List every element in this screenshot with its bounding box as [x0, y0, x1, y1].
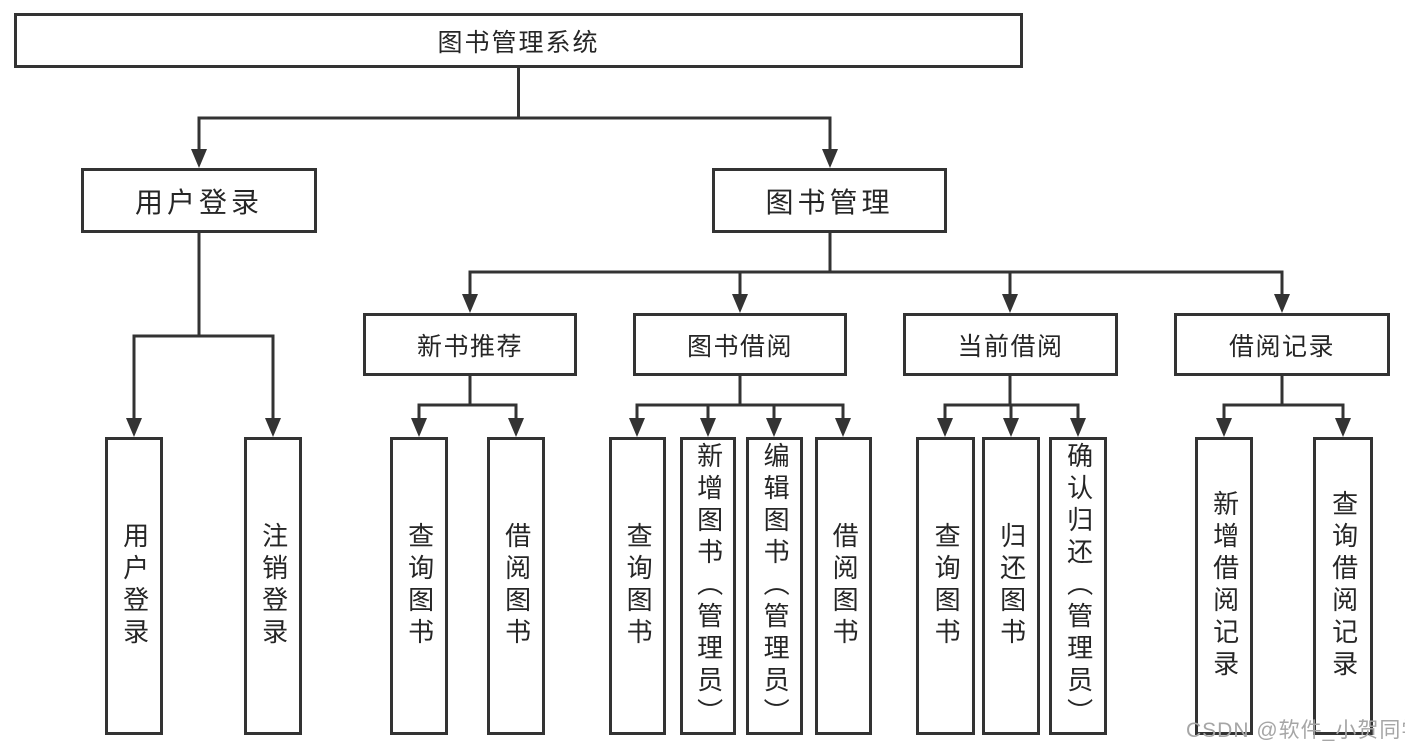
leaf-borrow-books-borrow: 借阅图书: [815, 437, 872, 735]
leaf-user-login: 用户登录: [105, 437, 163, 735]
node-book-borrow: 图书借阅: [633, 313, 847, 376]
leaf-query-books-current: 查询图书: [916, 437, 975, 735]
node-new-book-recommend: 新书推荐: [363, 313, 577, 376]
leaf-return-book-label: 归还图书: [996, 522, 1027, 650]
watermark: CSDN @软件_小贺同学: [1186, 719, 1405, 742]
leaf-edit-book-admin: 编辑图书（管理员）: [746, 437, 803, 735]
leaf-query-books-recommend: 查询图书: [390, 437, 448, 735]
leaf-borrow-books-borrow-label: 借阅图书: [829, 522, 860, 650]
node-book-management: 图书管理: [712, 168, 947, 233]
leaf-add-book-admin: 新增图书（管理员）: [680, 437, 736, 735]
node-current-borrow: 当前借阅: [903, 313, 1118, 376]
leaf-confirm-return-admin: 确认归还（管理员）: [1049, 437, 1107, 735]
leaf-query-borrow-record: 查询借阅记录: [1313, 437, 1373, 735]
leaf-query-books-borrow: 查询图书: [609, 437, 666, 735]
leaf-query-borrow-record-label: 查询借阅记录: [1328, 490, 1359, 682]
leaf-confirm-return-admin-label: 确认归还（管理员）: [1063, 442, 1094, 730]
node-root-system: 图书管理系统: [14, 13, 1023, 68]
leaf-add-book-admin-label: 新增图书（管理员）: [693, 442, 724, 730]
node-user-login: 用户登录: [81, 168, 317, 233]
leaf-edit-book-admin-label: 编辑图书（管理员）: [760, 442, 791, 730]
leaf-query-books-current-label: 查询图书: [931, 522, 962, 650]
leaf-logout-label: 注销登录: [258, 522, 289, 650]
leaf-borrow-books-recommend: 借阅图书: [487, 437, 545, 735]
leaf-logout: 注销登录: [244, 437, 302, 735]
leaf-query-books-recommend-label: 查询图书: [404, 522, 435, 650]
leaf-query-books-borrow-label: 查询图书: [623, 522, 654, 650]
leaf-add-borrow-record-label: 新增借阅记录: [1209, 490, 1240, 682]
node-borrow-records: 借阅记录: [1174, 313, 1390, 376]
leaf-return-book: 归还图书: [982, 437, 1040, 735]
leaf-user-login-label: 用户登录: [119, 522, 150, 650]
leaf-add-borrow-record: 新增借阅记录: [1195, 437, 1253, 735]
leaf-borrow-books-recommend-label: 借阅图书: [501, 522, 532, 650]
